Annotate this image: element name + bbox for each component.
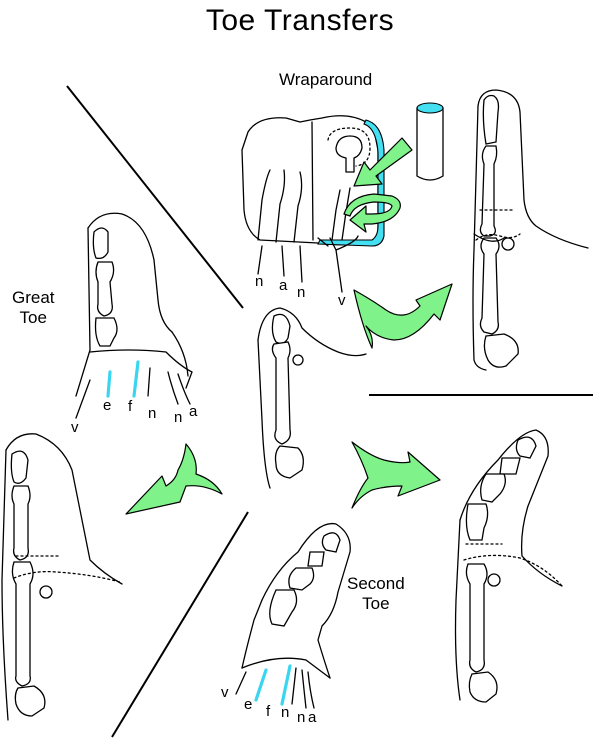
- wrap-letter-a: a: [279, 277, 288, 294]
- great-toe-drawing: [75, 212, 193, 419]
- arrow-to-wraparound-result: [353, 283, 453, 349]
- wrap-letter-n2: n: [297, 284, 306, 301]
- second-letter-a: a: [308, 709, 317, 726]
- second-letter-f: f: [266, 703, 271, 720]
- great-letter-n1: n: [148, 405, 157, 422]
- page-title: Toe Transfers: [205, 4, 395, 37]
- second-letter-n2: n: [297, 709, 306, 726]
- great-letter-n2: n: [174, 409, 183, 426]
- great-letter-e: e: [103, 397, 112, 414]
- wraparound-result-drawing: [472, 89, 589, 371]
- great-toe-result-drawing: [1, 433, 123, 721]
- wrap-letter-v: v: [338, 292, 346, 309]
- second-letter-n1: n: [281, 704, 290, 721]
- second-letter-v: v: [221, 684, 229, 701]
- label-second-toe: Second Toe: [347, 574, 405, 613]
- hand-stump-drawing: [257, 307, 367, 489]
- second-toe-result-drawing: [454, 429, 563, 703]
- second-letter-e: e: [244, 696, 253, 713]
- great-letter-v: v: [71, 419, 79, 436]
- wrap-letter-n1: n: [255, 273, 264, 290]
- divider-bottom-left: [111, 511, 249, 738]
- arrow-to-second-toe-result: [351, 441, 441, 509]
- arrow-to-great-toe-result: [125, 443, 223, 515]
- great-letter-a: a: [189, 403, 198, 420]
- label-great-toe: Great Toe: [12, 288, 55, 327]
- wraparound-flap-drawing: [241, 102, 444, 293]
- great-letter-f: f: [128, 398, 133, 415]
- divider-top-left: [66, 85, 244, 309]
- label-wraparound: Wraparound: [279, 70, 373, 89]
- second-toe-drawing: [235, 522, 351, 709]
